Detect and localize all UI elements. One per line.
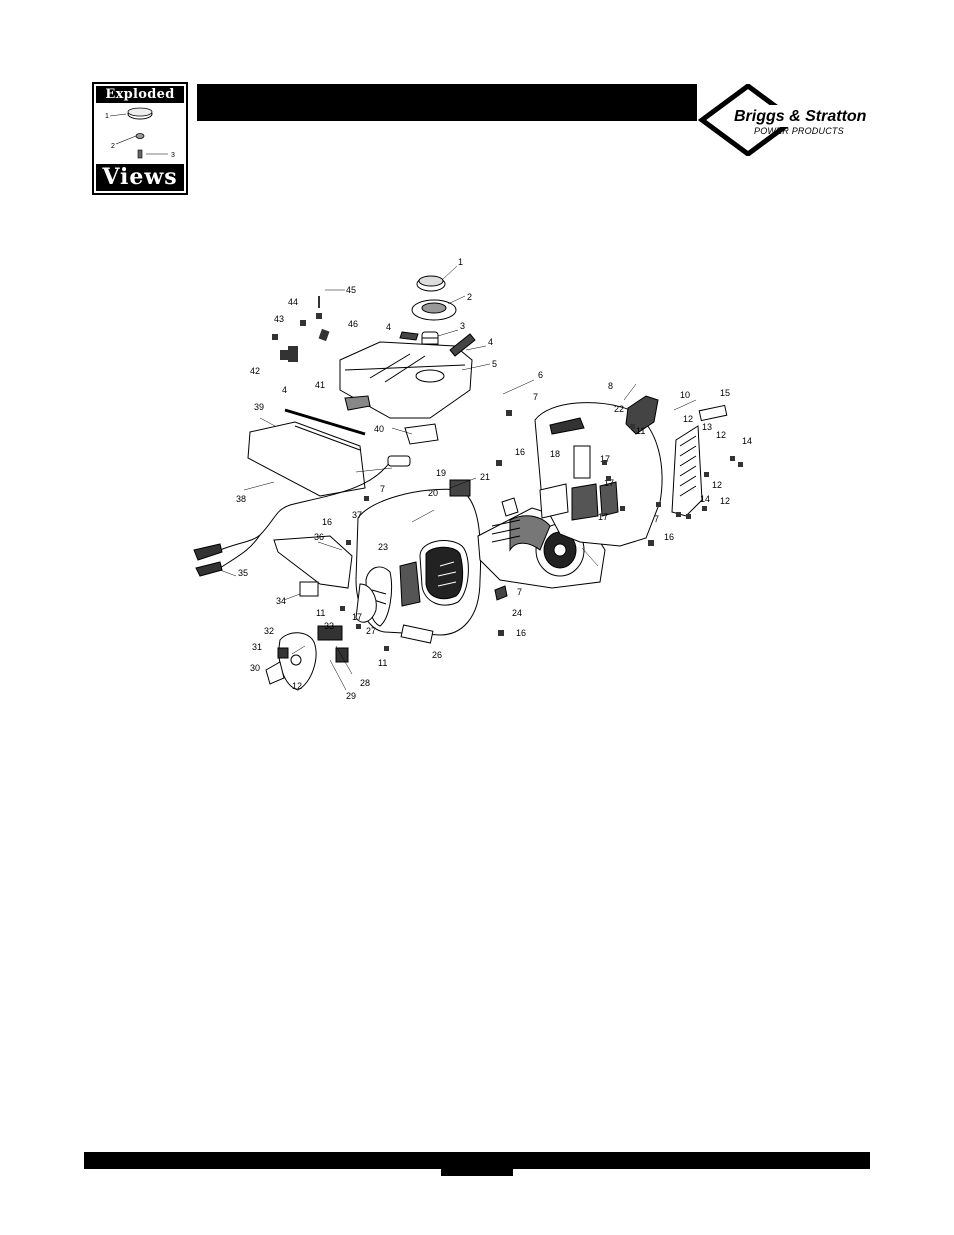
callout-label: 31 [252, 642, 262, 652]
callout-label: 19 [436, 468, 446, 478]
icon-callout: 2 [111, 143, 115, 150]
callout-label: 20 [428, 488, 438, 498]
callout-label: 29 [346, 691, 356, 701]
callout-label: 3 [460, 321, 465, 331]
footer-page-tab [441, 1152, 513, 1176]
callout-label: 12 [716, 430, 726, 440]
callout-label: 5 [492, 359, 497, 369]
header-bar [197, 84, 697, 121]
callout-label: 37 [352, 510, 362, 520]
callout-label: 34 [276, 596, 286, 606]
callout-label: 15 [720, 388, 730, 398]
callout-label: 8 [608, 381, 613, 391]
callout-label: 11 [316, 608, 325, 618]
callout-label: 1 [458, 257, 463, 267]
callout-label: 17 [598, 512, 608, 522]
callout-label: 7 [517, 587, 522, 597]
callout-label: 16 [322, 517, 332, 527]
callout-label: 41 [315, 380, 325, 390]
callout-label: 18 [550, 449, 560, 459]
callout-label: 44 [288, 297, 298, 307]
callout-label: 42 [250, 366, 260, 376]
callout-label: 32 [264, 626, 274, 636]
callout-label: 16 [516, 628, 526, 638]
callout-label: 13 [702, 422, 712, 432]
logo-brand-text: Briggs & Stratton [734, 108, 866, 126]
callout-label: 43 [274, 314, 284, 324]
callout-label: 7 [380, 484, 385, 494]
callout-label: 16 [515, 447, 525, 457]
icon-callout: 1 [105, 113, 109, 120]
callout-label: 4 [488, 337, 493, 347]
exploded-parts-diagram: 1 2 3 4 4 4 5 6 7 7 7 7 8 10 11 11 11 12… [180, 250, 780, 710]
callout-label: 45 [346, 285, 356, 295]
footer-bar-right [513, 1152, 870, 1169]
icon-top-label: Exploded [96, 86, 184, 103]
callout-label: 11 [636, 426, 645, 436]
callout-label: 12 [292, 681, 302, 691]
logo-sub-text: POWER PRODUCTS [754, 126, 844, 136]
callout-label: 6 [538, 370, 543, 380]
callout-label: 21 [480, 472, 490, 482]
callout-label: 36 [314, 532, 324, 542]
callout-label: 7 [533, 392, 538, 402]
callout-label: 27 [366, 626, 376, 636]
callout-label: 10 [680, 390, 690, 400]
callout-label: 39 [254, 402, 264, 412]
callout-label: 23 [378, 542, 388, 552]
callout-label: 33 [324, 621, 334, 631]
callout-label: 24 [512, 608, 522, 618]
exploded-views-icon: Exploded 1 2 3 Views [92, 82, 188, 195]
callout-label: 7 [654, 514, 659, 524]
icon-mini-diagram: 1 2 3 [96, 104, 184, 168]
callout-label: 11 [378, 658, 387, 668]
callout-label: 46 [348, 319, 358, 329]
footer-bar-left [84, 1152, 441, 1169]
icon-bottom-label: Views [96, 164, 184, 191]
callout-label: 22 [614, 404, 624, 414]
callout-label: 4 [282, 385, 287, 395]
callout-label: 26 [432, 650, 442, 660]
callout-label: 12 [683, 414, 693, 424]
callout-label: 40 [374, 424, 384, 434]
callout-label: 16 [664, 532, 674, 542]
callout-label: 14 [742, 436, 752, 446]
callout-label: 28 [360, 678, 370, 688]
callout-label: 38 [236, 494, 246, 504]
callout-label: 4 [386, 322, 391, 332]
callout-label: 17 [352, 612, 362, 622]
callout-label: 35 [238, 568, 248, 578]
callout-label: 30 [250, 663, 260, 673]
icon-callout: 3 [171, 152, 175, 159]
callout-label: 12 [712, 480, 722, 490]
callout-label: 12 [720, 496, 730, 506]
callout-label: 2 [467, 292, 472, 302]
callout-label: 14 [700, 494, 710, 504]
brand-logo: Briggs & Stratton POWER PRODUCTS [698, 84, 870, 156]
